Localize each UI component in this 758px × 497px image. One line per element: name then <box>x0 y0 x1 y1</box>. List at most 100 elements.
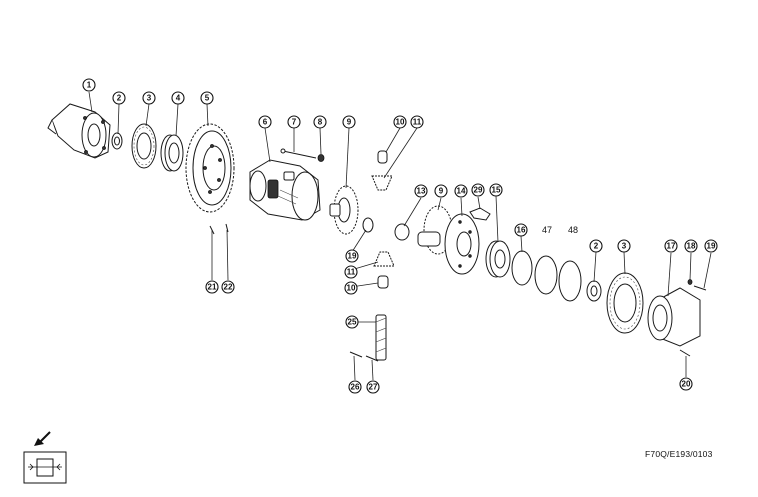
svg-text:4: 4 <box>176 94 181 103</box>
callout-19-right: 19 <box>704 239 718 253</box>
svg-text:13: 13 <box>417 187 426 196</box>
callout-26: 26 <box>348 380 362 394</box>
part-9-side-gear <box>329 185 359 235</box>
part-48-ring <box>558 260 582 302</box>
part-2-bearing <box>111 132 123 150</box>
view-arrow-icon <box>34 431 51 446</box>
svg-text:10: 10 <box>396 118 405 127</box>
part-1-housing <box>47 103 111 159</box>
callout-29: 29 <box>471 183 485 197</box>
svg-text:5: 5 <box>205 94 210 103</box>
part-3-shim-right <box>606 272 644 334</box>
part-7-shaft <box>280 148 317 159</box>
callout-7: 7 <box>287 115 301 129</box>
part-13-thrust-washer <box>394 223 410 241</box>
svg-text:22: 22 <box>224 283 233 292</box>
callout-14: 14 <box>454 184 468 198</box>
callout-27: 27 <box>366 380 380 394</box>
part-11-pinion-upper <box>371 175 393 191</box>
svg-text:10: 10 <box>347 284 356 293</box>
callout-6: 6 <box>258 115 272 129</box>
callout-22: 22 <box>221 280 235 294</box>
svg-text:14: 14 <box>457 187 466 196</box>
callout-9-right: 9 <box>434 184 448 198</box>
callout-15: 15 <box>489 183 503 197</box>
label-47: 47 <box>542 225 552 235</box>
callout-3-right: 3 <box>617 239 631 253</box>
callout-21: 21 <box>205 280 219 294</box>
svg-text:25: 25 <box>348 318 357 327</box>
svg-text:19: 19 <box>707 242 716 251</box>
leader-lines <box>88 91 712 381</box>
part-5-crown-gear <box>185 123 235 213</box>
part-47-ring <box>534 255 558 295</box>
svg-text:26: 26 <box>351 383 360 392</box>
part-17-cover <box>647 287 701 347</box>
callout-25: 25 <box>345 315 359 329</box>
svg-text:15: 15 <box>492 186 501 195</box>
part-20-screw <box>679 349 691 357</box>
label-48: 48 <box>568 225 578 235</box>
part-8-nut <box>317 154 325 162</box>
part-19-screw-right <box>693 285 707 291</box>
svg-text:21: 21 <box>208 283 217 292</box>
svg-text:48: 48 <box>568 225 578 235</box>
callout-8: 8 <box>313 115 327 129</box>
svg-text:2: 2 <box>117 94 122 103</box>
svg-text:6: 6 <box>263 118 268 127</box>
svg-text:9: 9 <box>347 118 352 127</box>
part-14-flanged-cover <box>444 213 480 275</box>
part-25-cross-shaft <box>375 314 387 361</box>
part-6-differential-case <box>249 159 321 221</box>
part-19-washer <box>362 217 374 233</box>
part-4-roller-bearing <box>160 134 184 172</box>
callout-17: 17 <box>664 239 678 253</box>
section-view-icon <box>23 451 67 484</box>
svg-text:16: 16 <box>517 226 526 235</box>
part-18-washer-right <box>687 279 693 285</box>
svg-text:11: 11 <box>413 118 422 127</box>
svg-text:11: 11 <box>347 268 356 277</box>
svg-text:1: 1 <box>87 81 92 90</box>
callout-16: 16 <box>514 223 528 237</box>
part-15-bearing <box>485 240 511 278</box>
callout-10-lower: 10 <box>344 281 358 295</box>
svg-text:17: 17 <box>667 242 676 251</box>
callout-4: 4 <box>171 91 185 105</box>
part-10-bushing-upper <box>377 150 388 164</box>
part-10-bushing-lower <box>377 275 389 289</box>
part-3-shim <box>131 123 157 169</box>
callout-2: 2 <box>112 91 126 105</box>
callout-1: 1 <box>82 78 96 92</box>
svg-text:47: 47 <box>542 225 552 235</box>
svg-text:3: 3 <box>622 242 627 251</box>
callout-3: 3 <box>142 91 156 105</box>
svg-text:2: 2 <box>594 242 599 251</box>
svg-text:9: 9 <box>439 187 444 196</box>
callout-13: 13 <box>414 184 428 198</box>
callout-19: 19 <box>345 249 359 263</box>
svg-text:18: 18 <box>687 242 696 251</box>
part-29-clip <box>469 207 491 221</box>
part-11-pinion-lower <box>373 251 395 267</box>
svg-text:20: 20 <box>682 380 691 389</box>
callout-5: 5 <box>200 91 214 105</box>
parts-21-22-pins <box>209 223 229 235</box>
svg-text:29: 29 <box>474 186 483 195</box>
callout-9: 9 <box>342 115 356 129</box>
callout-11-lower: 11 <box>344 265 358 279</box>
callout-10-upper: 10 <box>393 115 407 129</box>
callout-2-right: 2 <box>589 239 603 253</box>
svg-text:19: 19 <box>348 252 357 261</box>
part-2-bearing-right <box>586 280 602 302</box>
svg-text:3: 3 <box>147 94 152 103</box>
svg-text:8: 8 <box>318 118 323 127</box>
svg-text:7: 7 <box>292 118 297 127</box>
callout-18: 18 <box>684 239 698 253</box>
drawing-reference-code: F70Q/E193/0103 <box>645 449 713 459</box>
callout-11-upper: 11 <box>410 115 424 129</box>
svg-text:27: 27 <box>369 383 378 392</box>
parts-26-27-pins <box>349 351 379 362</box>
callout-20: 20 <box>679 377 693 391</box>
